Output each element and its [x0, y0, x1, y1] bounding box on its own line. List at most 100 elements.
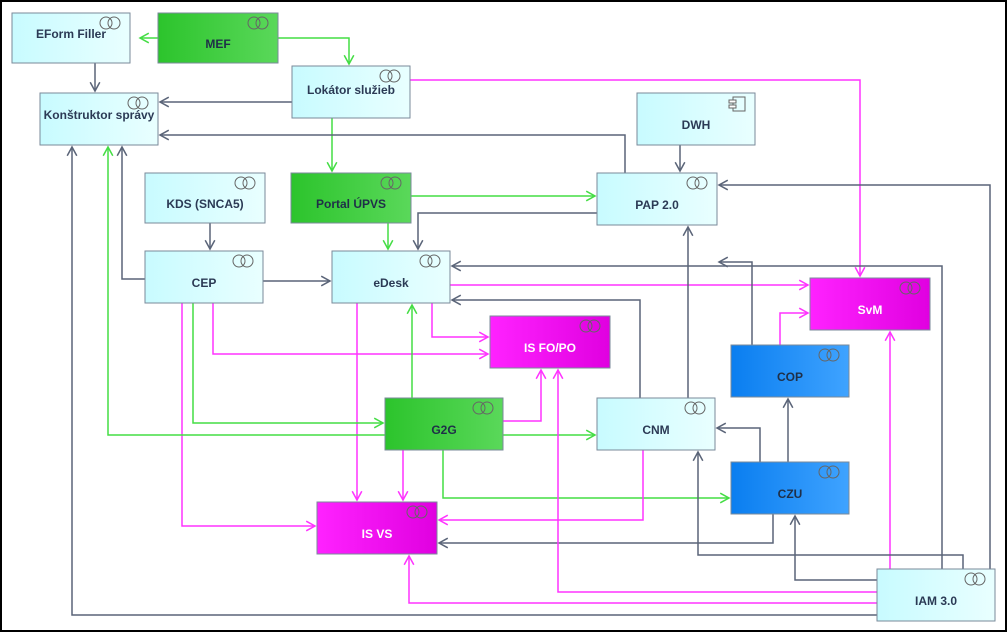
node-konst[interactable]: Konštruktor správy	[39, 92, 159, 146]
arrow-head	[102, 145, 114, 157]
arrow-head	[782, 397, 794, 409]
node-label: MEF	[205, 37, 230, 51]
arrow-head	[373, 417, 385, 429]
node-box	[489, 315, 611, 369]
node-box	[316, 501, 438, 555]
node-label: Lokátor služieb	[307, 83, 395, 97]
node-box	[11, 12, 131, 64]
interface-service-icon	[127, 96, 149, 110]
arrow-head	[158, 129, 170, 141]
node-iam[interactable]: IAM 3.0	[876, 568, 996, 622]
node-g2g[interactable]: G2G	[384, 397, 504, 451]
edge-mef-to-lok	[278, 37, 355, 66]
arrow-head	[798, 307, 810, 319]
arrow-head	[305, 520, 317, 532]
edge-line	[779, 312, 808, 345]
node-label: IS FO/PO	[524, 341, 576, 355]
arrow-head	[585, 429, 597, 441]
arrow-head	[66, 145, 78, 157]
edge-line	[794, 516, 877, 581]
node-label: G2G	[431, 423, 456, 437]
interface-service-icon	[99, 16, 121, 30]
edge-cep-to-g2g	[192, 303, 385, 429]
edge-line	[160, 134, 626, 173]
arrow-head	[412, 239, 424, 251]
arrow-head	[674, 161, 686, 173]
node-pap[interactable]: PAP 2.0	[596, 172, 718, 226]
node-label: KDS (SNCA5)	[166, 197, 243, 211]
node-kds[interactable]: KDS (SNCA5)	[144, 172, 266, 224]
node-label: IAM 3.0	[915, 594, 957, 608]
node-isvs[interactable]: IS VS	[316, 501, 438, 555]
arrow-head	[535, 368, 547, 380]
edge-iam-to-pap	[717, 179, 991, 569]
arrow-head	[692, 450, 704, 462]
node-upvs[interactable]: Portal ÚPVS	[290, 172, 412, 224]
interface-service-icon	[818, 465, 840, 479]
interface-service-icon	[247, 16, 269, 30]
edge-g2g-to-isvs	[397, 450, 409, 502]
edge-czu-to-isvs	[437, 514, 774, 549]
nodes: EForm Filler MEF Lokátor služiebKonštrukto…	[11, 12, 996, 622]
arrow-head	[351, 490, 363, 502]
interface-service-icon	[234, 176, 256, 190]
edge-g2g-to-isfo	[503, 368, 547, 422]
node-dwh[interactable]: DWH	[636, 92, 756, 146]
edge-line	[107, 147, 385, 436]
edge-lok-to-svm	[410, 79, 866, 278]
edge-iam-to-edesk	[450, 260, 943, 569]
component-icon	[728, 96, 746, 112]
node-box	[596, 397, 716, 451]
node-box	[596, 172, 718, 226]
interface-service-icon	[684, 401, 706, 415]
arrow-head	[682, 225, 694, 237]
node-cep[interactable]: CEP	[144, 250, 264, 304]
node-box	[144, 172, 266, 224]
arrow-head	[343, 54, 355, 66]
edge-cop-to-svm	[779, 307, 810, 345]
node-isfo[interactable]: IS FO/PO	[489, 315, 611, 369]
edge-cep-to-edesk	[263, 275, 332, 287]
arrow-head	[450, 260, 462, 272]
edge-edesk-to-isvs	[351, 303, 363, 502]
node-svm[interactable]: SvM	[809, 277, 931, 331]
node-label: Portal ÚPVS	[316, 196, 386, 211]
edge-g2g-to-cnm	[503, 429, 597, 441]
arrow-head	[406, 303, 418, 315]
interface-service-icon	[379, 69, 401, 83]
edge-cop-to-pap	[717, 256, 753, 345]
edge-iam-to-cnm	[692, 450, 964, 569]
arrow-head	[854, 266, 866, 278]
edge-cep-to-isfo	[212, 303, 490, 360]
node-eform[interactable]: EForm Filler	[11, 12, 131, 64]
edge-edesk-to-svm	[450, 279, 810, 291]
node-edesk[interactable]: eDesk	[331, 250, 451, 304]
edge-iam-to-isvs	[403, 554, 877, 604]
node-cop[interactable]: COP	[730, 344, 850, 398]
arrow-head	[437, 537, 449, 549]
node-mef[interactable]: MEF	[157, 12, 279, 64]
edge-line	[278, 37, 350, 64]
node-box	[157, 12, 279, 64]
interface-service-icon	[579, 319, 601, 333]
arrow-head	[89, 81, 101, 93]
edge-kds-to-cep	[204, 223, 216, 251]
edge-cnm-to-edesk	[450, 294, 641, 398]
arrow-head	[116, 145, 128, 157]
node-lok[interactable]: Lokátor služieb	[291, 65, 411, 119]
edge-cnm-to-isvs	[437, 450, 644, 526]
edge-g2g-to-czu	[442, 450, 731, 504]
edge-upvs-to-pap	[411, 190, 597, 202]
interface-service-icon	[406, 505, 428, 519]
node-box	[331, 250, 451, 304]
node-label: DWH	[682, 118, 711, 132]
edge-lok-to-upvs	[326, 118, 338, 173]
node-box	[730, 461, 850, 515]
node-cnm[interactable]: CNM	[596, 397, 716, 451]
arrow-head	[450, 294, 462, 306]
node-box	[876, 568, 996, 622]
node-box	[144, 250, 264, 304]
node-czu[interactable]: CZU	[730, 461, 850, 515]
edge-iam-to-konst	[66, 145, 877, 616]
arrow-head	[717, 179, 729, 191]
